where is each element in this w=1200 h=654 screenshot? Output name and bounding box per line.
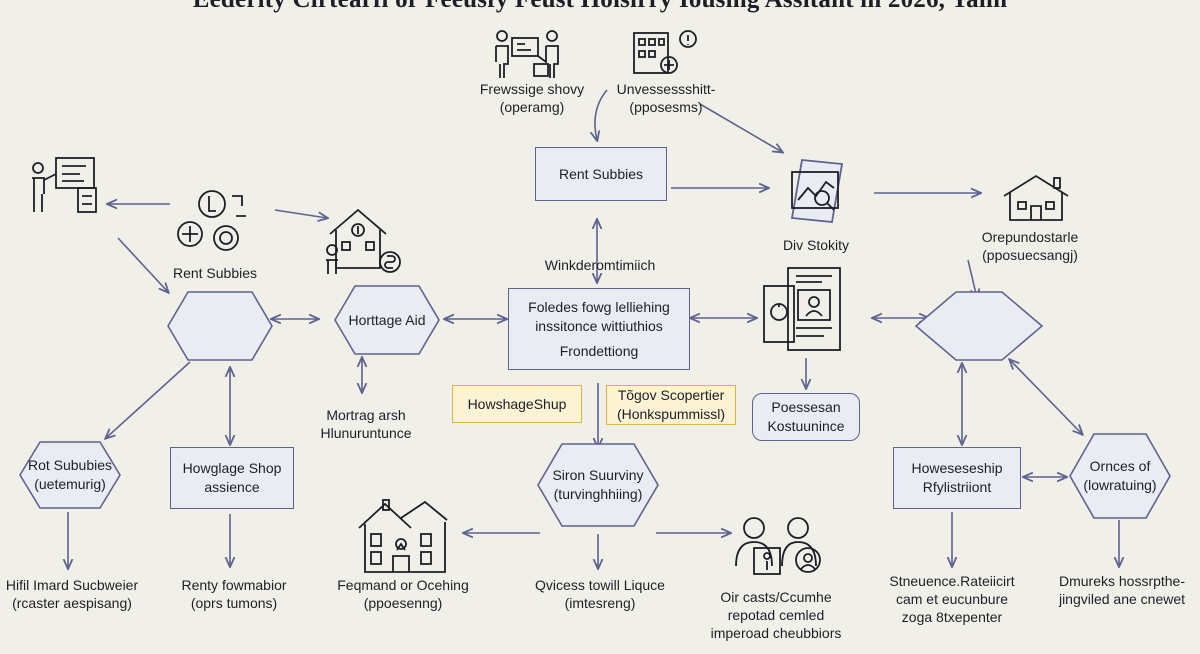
rent-subbies-box: Rent Subbies (535, 147, 667, 201)
diagram-title: Eederity Cirtearfi or Feeusfy Feust Hois… (0, 0, 1200, 14)
label-wink: Winkderomtimiich (544, 257, 656, 273)
ornces-hex: Ornces of (lowratuing) (1068, 432, 1172, 520)
chart-magnifier-icon (790, 159, 844, 223)
yellow-box-right: Tõgov Scopertier (Honkspummissl) (606, 385, 736, 425)
gears-coins-icon (177, 190, 246, 251)
hex-left-mid (166, 290, 274, 362)
large-house-icon (358, 499, 448, 573)
label-top-right: Unvessessshitt- (pposesms) (616, 81, 716, 115)
label-orepund: Orepundostarle (pposuecsangj) (981, 229, 1079, 263)
presenter-board-icon (32, 157, 97, 213)
label-bottom-6: Stneuence.Rateiicirt cam et eucunbure zo… (889, 573, 1015, 625)
label-rent-subbies-left: Rent Subbies (172, 265, 258, 281)
people-whiteboard-icon (495, 30, 559, 78)
building-gear-icon (633, 30, 697, 74)
label-bottom-3: Feqmand or Ocehing (ppoesenng) (337, 577, 469, 611)
siron-survey-hex: Siron Suurviny (turvinghhiing) (536, 442, 660, 528)
label-top-left: Frewssige shovy (operamg) (479, 81, 585, 115)
label-mortrag: Mortrag arsh Hlunuruntunce (320, 407, 412, 441)
hex-right-mid (914, 290, 1044, 362)
howseship-box: Howeseseship Rfylistriiont (893, 447, 1021, 509)
housage-shop-box: Howglage Shop assience (170, 447, 294, 509)
document-tablet-icon (763, 267, 841, 351)
label-div-stokity: Div Stokity (782, 237, 850, 253)
label-bottom-7: Dmureks hossrpthe- jingviled ane cnewet (1058, 573, 1186, 607)
hortage-aid-hex: Horttage Aid (333, 284, 441, 356)
central-box: Foledes fowg lelliehing inssitonce witti… (508, 288, 690, 370)
yellow-box-left: HowshageShup (452, 385, 582, 423)
house-icon (1003, 174, 1069, 221)
house-coin-icon (326, 208, 401, 274)
label-bottom-5: Oir casts/Ccumhe repotad cemled imperoad… (710, 589, 842, 641)
label-bottom-1: Hifil Imard Sucbweier (rcaster aespisang… (5, 577, 139, 611)
rot-subbies-hex: Rot Sububies (uetemurig) (18, 440, 122, 510)
label-bottom-2: Renty fowmabior (oprs tumons) (181, 577, 287, 611)
label-bottom-4: Qvicess towill Liquce (imtesreng) (535, 577, 665, 611)
people-group-icon (735, 517, 821, 575)
poessen-box: Poessesan Kostuunince (752, 393, 860, 441)
